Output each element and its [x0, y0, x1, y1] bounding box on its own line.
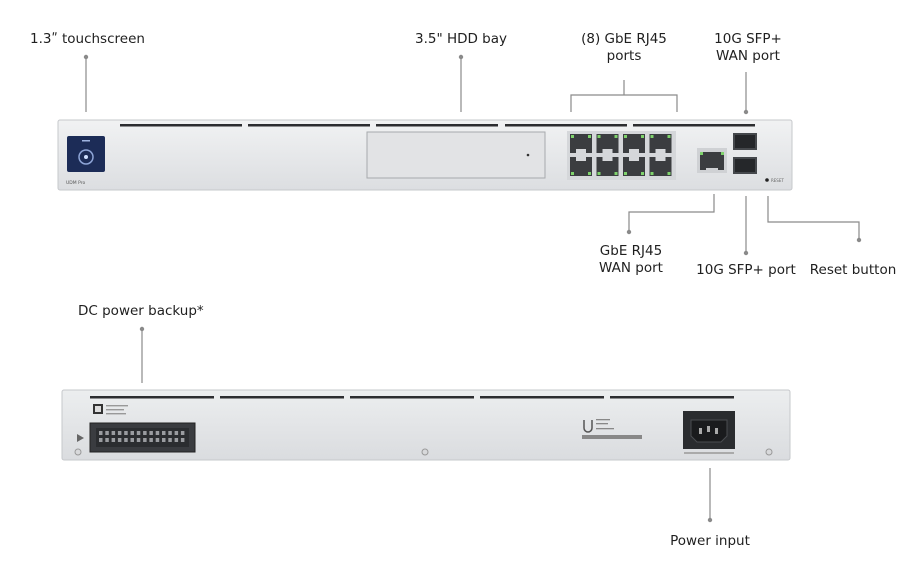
dc-pin: [162, 438, 166, 442]
dc-pin: [111, 438, 116, 442]
reset-button-label: Reset button: [809, 262, 897, 278]
dc-pin: [124, 438, 128, 442]
rj45-port[interactable]: [596, 157, 619, 176]
dc-pin: [99, 438, 103, 442]
dc-pin: [149, 438, 153, 442]
dc-pin: [155, 431, 160, 435]
sfp-port-label: 10G SFP+ port: [696, 262, 796, 278]
dc-pin: [180, 438, 185, 442]
sfp-wan-label: 10G SFP+ WAN port: [714, 31, 782, 65]
power-input-label: Power input: [670, 533, 750, 549]
rj45-port[interactable]: [596, 134, 619, 153]
dc-pin: [130, 438, 134, 442]
back-vent-slots: [90, 396, 734, 399]
rj45-ports-label-line1: (8) GbE RJ45: [581, 31, 667, 47]
rj45-port[interactable]: [623, 134, 645, 153]
sfp-wan-port[interactable]: [733, 133, 757, 150]
rj45-port[interactable]: [570, 134, 592, 153]
dc-power-connector[interactable]: [89, 422, 196, 453]
sfp-port[interactable]: [733, 157, 757, 174]
dc-pin: [105, 438, 109, 442]
dc-pin: [149, 431, 153, 435]
touchscreen-label: 1.3ʺ touchscreen: [30, 31, 145, 47]
back-panel: [61, 389, 791, 461]
arrow-icon: [77, 434, 84, 442]
hdd-bay-label: 3.5" HDD bay: [414, 31, 508, 47]
rj45-wan-label: GbE RJ45 WAN port: [599, 243, 663, 277]
rj45-ports: [570, 134, 672, 176]
rj45-port[interactable]: [649, 134, 672, 153]
sfp-wan-label-line1: 10G SFP+: [714, 31, 782, 47]
dc-pin: [174, 438, 179, 442]
dc-pin: [168, 431, 172, 435]
dc-pin: [168, 438, 172, 442]
reset-button[interactable]: [765, 178, 769, 182]
front-vent-slots: [120, 124, 755, 127]
power-input-socket[interactable]: [683, 411, 735, 454]
rj45-wan-label-line1: GbE RJ45: [599, 243, 663, 259]
front-panel: UDM Pro RESET: [57, 119, 793, 191]
callout-dots: [83, 54, 862, 523]
callout-lines: [85, 57, 860, 520]
sfp-wan-label-line2: WAN port: [716, 48, 780, 64]
dc-pin: [117, 438, 122, 442]
dc-pin: [143, 431, 147, 435]
dc-pin: [111, 431, 116, 435]
rj45-ports-label-line2: ports: [606, 48, 642, 64]
screw-icon: [74, 448, 773, 456]
dc-pin: [162, 431, 166, 435]
rj45-wan-port[interactable]: [697, 148, 727, 173]
reset-text: RESET: [771, 178, 784, 183]
dc-pin: [180, 431, 185, 435]
dc-pin: [124, 431, 128, 435]
hdd-bay-tray[interactable]: [366, 131, 546, 179]
dc-pin: [143, 438, 147, 442]
rj45-ports-label: (8) GbE RJ45 ports: [581, 31, 667, 65]
dc-pin: [130, 431, 134, 435]
dc-power-label: DC power backup*: [78, 303, 204, 319]
dc-pin: [136, 438, 141, 442]
dc-pin: [136, 431, 141, 435]
dc-pin: [99, 431, 103, 435]
dc-pin: [155, 438, 160, 442]
dc-pin: [105, 431, 109, 435]
compliance-marks: [582, 419, 642, 439]
dc-connector-pins: [99, 431, 185, 442]
dc-pin: [174, 431, 179, 435]
rj45-wan-label-line2: WAN port: [599, 260, 663, 276]
rj45-port[interactable]: [570, 157, 592, 176]
touchscreen-display[interactable]: [67, 136, 105, 172]
dc-pin: [117, 431, 122, 435]
product-label: [93, 404, 128, 415]
rj45-port[interactable]: [649, 157, 672, 176]
rj45-port[interactable]: [623, 157, 645, 176]
model-text: UDM Pro: [66, 180, 85, 186]
